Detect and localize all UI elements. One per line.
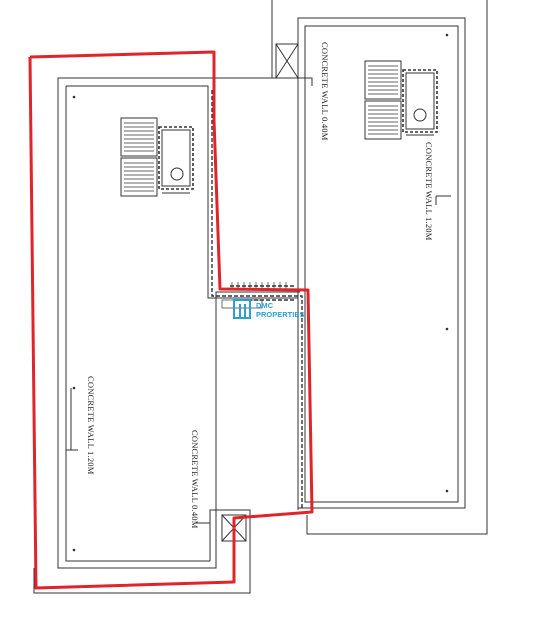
label-right-wall-thin: CONCRETE WALL 0.40M [320, 42, 330, 141]
left-block [33, 77, 313, 594]
left-block-dots [72, 95, 76, 552]
red-boundary-outline [28, 50, 314, 590]
right-stair-fixture [364, 60, 438, 140]
dmc-properties-logo: DMC PROPERTIES [233, 299, 304, 319]
label-center-wall-thin: CONCRETE WALL 0.40M [190, 430, 200, 529]
logo-mark-icon [233, 299, 251, 319]
corridor-dashed [211, 90, 303, 508]
label-left-wall-thick: CONCRETE WALL 1.20M [86, 376, 96, 475]
right-block-dots [445, 33, 449, 493]
logo-text-top: DMC [256, 301, 274, 310]
label-right-wall-thick: CONCRETE WALL 1.20M [424, 142, 434, 241]
left-stair-fixture [120, 117, 194, 197]
logo-text-bottom: PROPERTIES [256, 310, 304, 319]
right-block [258, 0, 488, 535]
